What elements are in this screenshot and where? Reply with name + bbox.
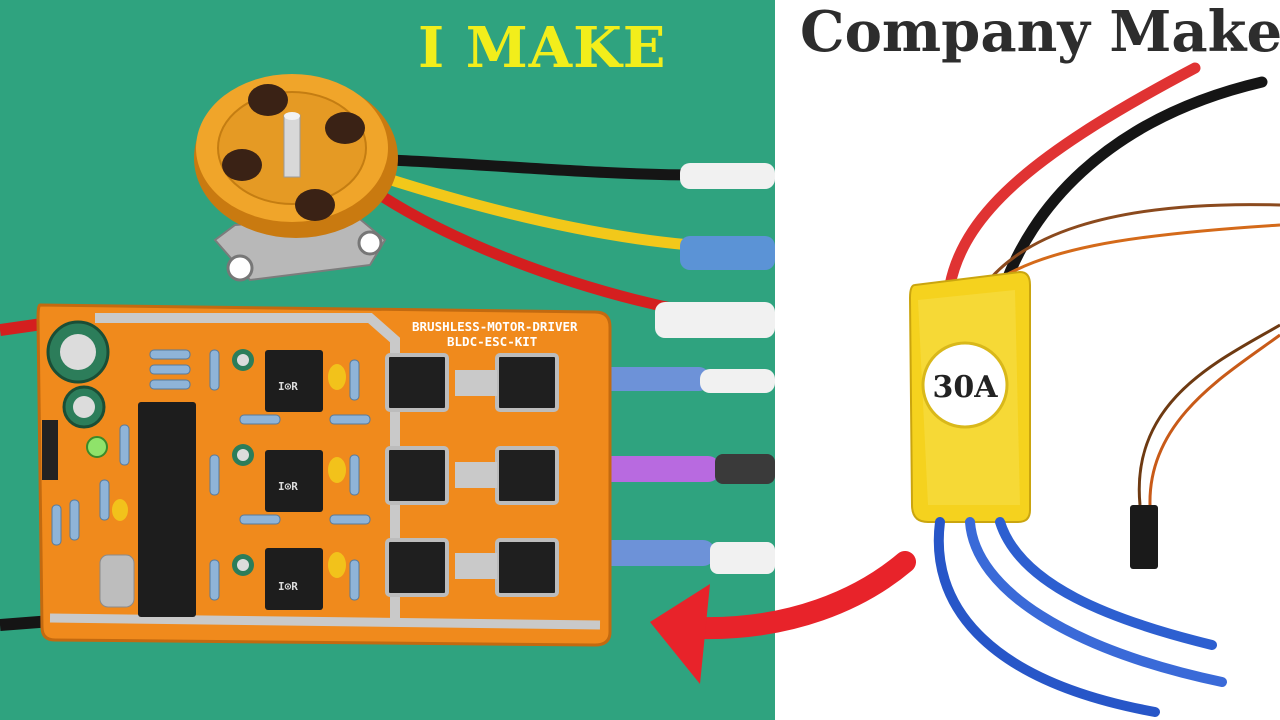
brushless-motor [194,74,398,282]
title-i-make: I MAKE [418,15,667,81]
title-company-make: Company Make [800,0,1280,65]
phase-wires [600,367,775,574]
current-rating-label: 30A [932,370,998,405]
pcb-title-line1: BRUSHLESS-MOTOR-DRIVER [412,319,578,334]
motor-wires [377,154,775,338]
current-rating-badge [921,341,1009,429]
servo-connector [1130,505,1158,569]
comparison-arrow [650,551,916,684]
commercial-esc: 30A [908,62,1280,717]
driver-ic-2-label: I⊙R [278,480,298,493]
driver-ic-1-label: I⊙R [278,380,298,393]
mosfet-array [385,353,559,597]
driver-ic-3-label: I⊙R [278,580,298,593]
pcb-title-line2: BLDC-ESC-KIT [447,334,537,349]
diy-pcb: BRUSHLESS-MOTOR-DRIVER BLDC-ESC-KIT I⊙R … [36,303,612,647]
